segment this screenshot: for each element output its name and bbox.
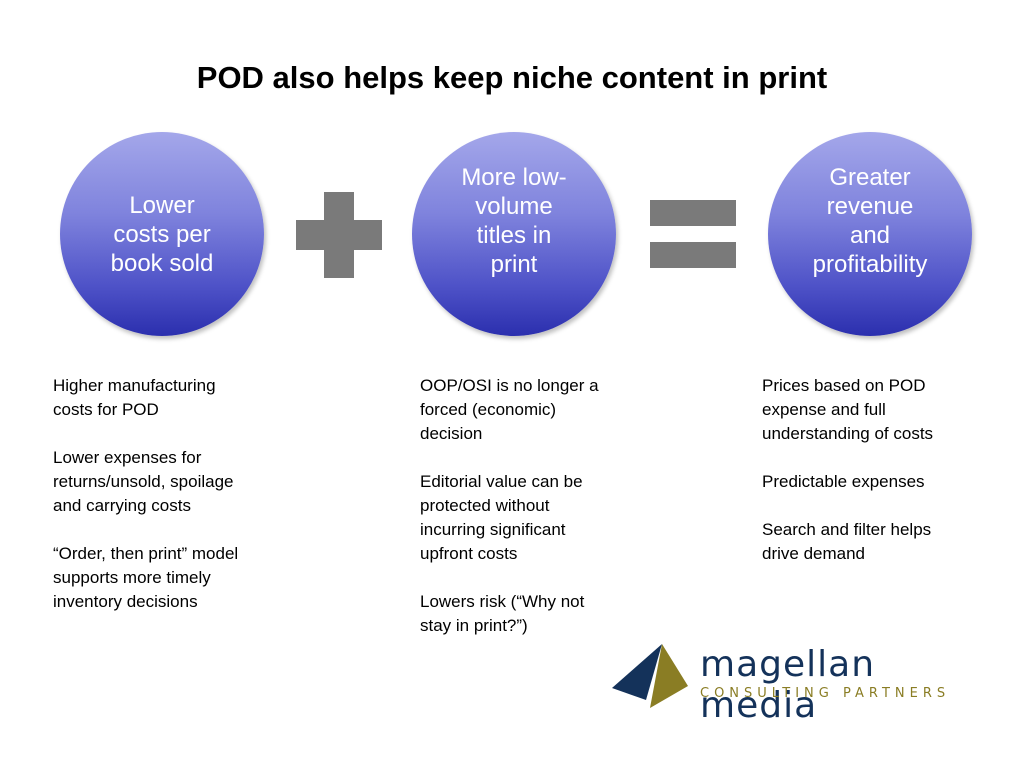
column-more-titles: OOP/OSI is no longer a forced (economic)… [420, 374, 660, 662]
logo-name: magellan media [700, 644, 876, 726]
bullet-text: Editorial value can be protected without… [420, 472, 583, 563]
bullet-text: OOP/OSI is no longer a forced (economic)… [420, 376, 599, 443]
plus-icon [296, 192, 382, 278]
circle-more-titles: More low- volume titles in print [412, 132, 616, 336]
circle-label: Greater revenue and profitability [812, 164, 928, 278]
column-greater-revenue: Prices based on POD expense and full und… [762, 374, 1002, 590]
bullet-text: Search and filter helps drive demand [762, 520, 932, 563]
circle-lower-costs: Lower costs per book sold [60, 132, 264, 336]
column-lower-costs: Higher manufacturing costs for POD Lower… [53, 374, 293, 638]
slide-title: POD also helps keep niche content in pri… [196, 60, 828, 95]
bullet-text: Higher manufacturing costs for POD [53, 376, 216, 419]
logo-subtitle: CONSULTING PARTNERS [700, 686, 951, 701]
circle-label: More low- volume titles in print [461, 164, 567, 278]
circle-greater-revenue: Greater revenue and profitability [768, 132, 972, 336]
sail-logo-icon [612, 644, 688, 708]
equals-icon [650, 200, 736, 270]
bullet-text: Prices based on POD expense and full und… [762, 376, 934, 443]
bullet-text: Lowers risk (“Why not stay in print?”) [420, 592, 585, 635]
bullet-text: “Order, then print” model supports more … [53, 544, 239, 611]
bullet-text: Predictable expenses [762, 472, 925, 491]
circle-label: Lower costs per book sold [110, 191, 214, 277]
bullet-text: Lower expenses for returns/unsold, spoil… [53, 448, 234, 515]
company-logo: magellan media CONSULTING PARTNERS [610, 640, 960, 726]
